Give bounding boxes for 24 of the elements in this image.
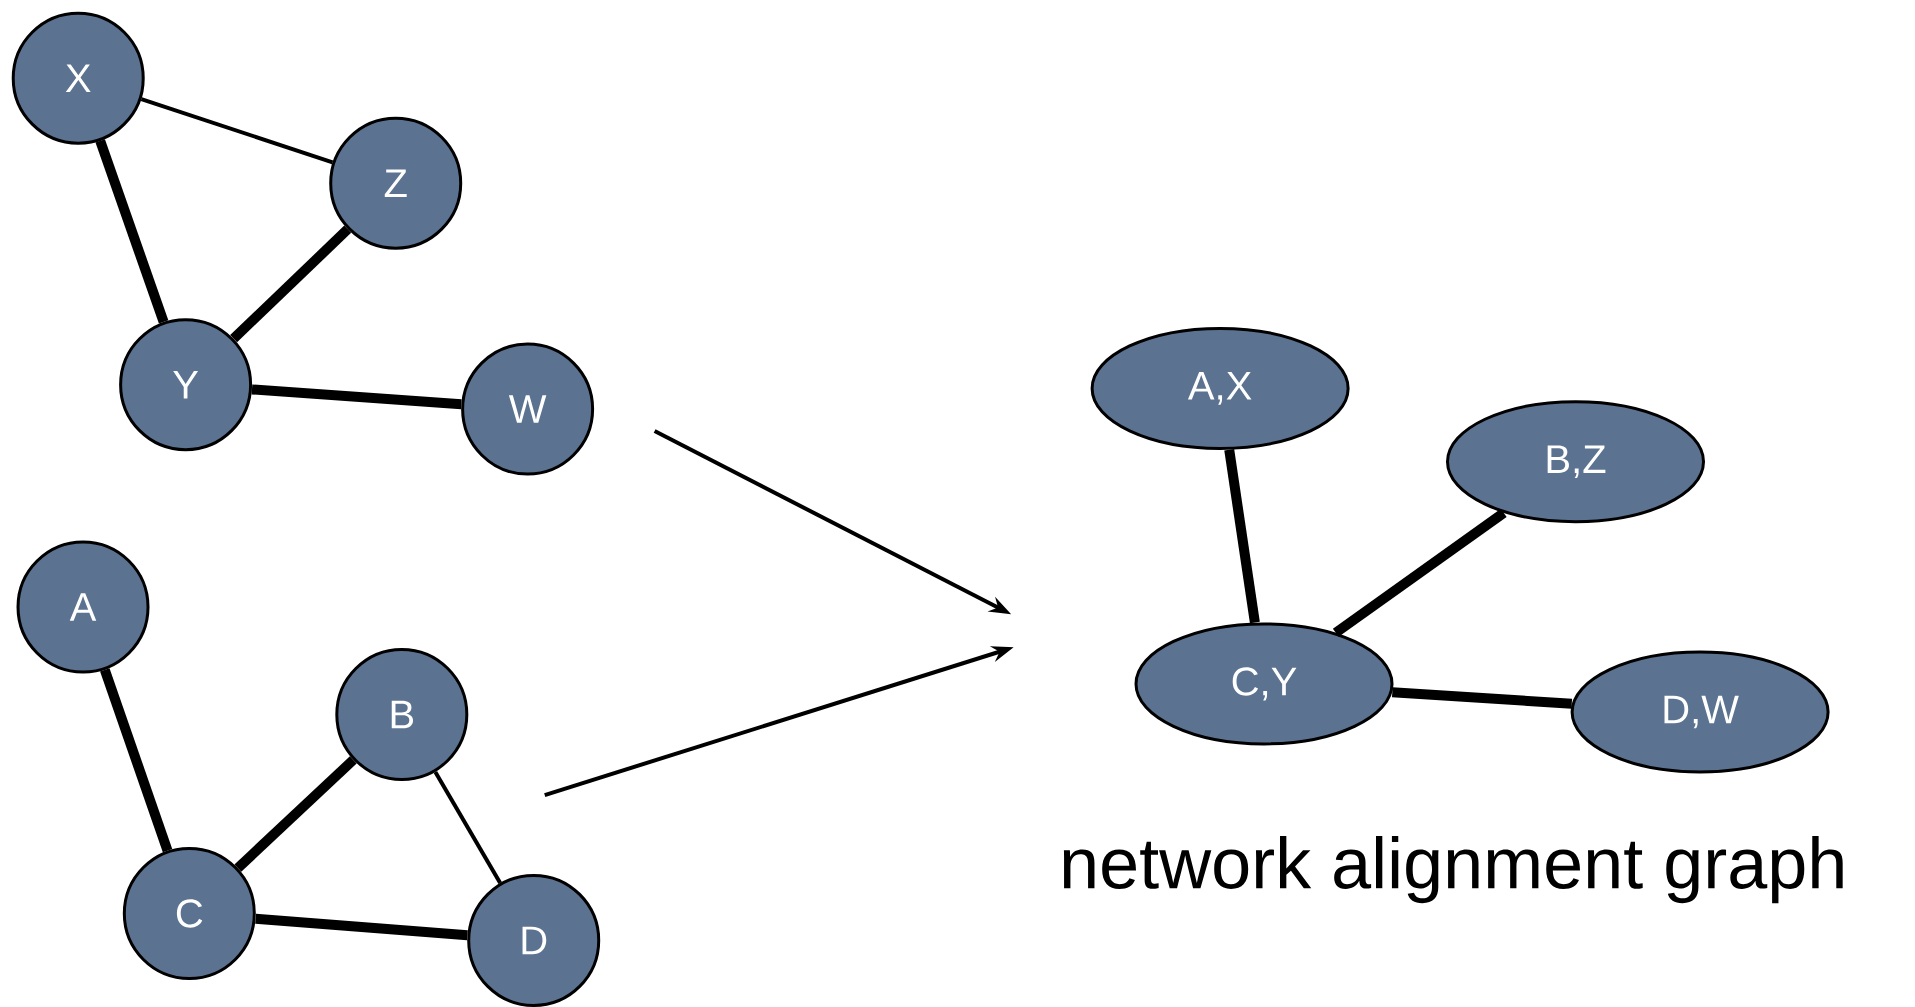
aligned-node: C,Y — [1134, 622, 1394, 746]
caption-text: network alignment graph — [1063, 836, 1843, 904]
connector-line — [1392, 687, 1573, 709]
graph-node: A — [16, 540, 150, 674]
connector-line — [1224, 449, 1260, 624]
connector-line — [100, 668, 173, 853]
aligned-node: D,W — [1570, 650, 1830, 774]
connector-line — [251, 384, 462, 410]
graph-node: Y — [119, 318, 253, 452]
aligned-node: A,X — [1090, 326, 1350, 450]
aligned-node: B,Z — [1446, 400, 1705, 524]
connector-line — [234, 756, 357, 872]
graph-node: W — [461, 342, 595, 476]
connector-line — [140, 97, 334, 165]
graph-node: X — [11, 11, 145, 145]
connector-line — [255, 913, 468, 941]
graph-node: B — [335, 648, 469, 781]
connector-line — [230, 225, 352, 343]
graph-node: D — [467, 873, 601, 1007]
connector-line — [95, 139, 169, 324]
connector-line — [433, 770, 502, 884]
graph-node: Z — [329, 116, 463, 250]
connector-line — [1332, 508, 1507, 637]
graph-node: C — [122, 847, 256, 980]
